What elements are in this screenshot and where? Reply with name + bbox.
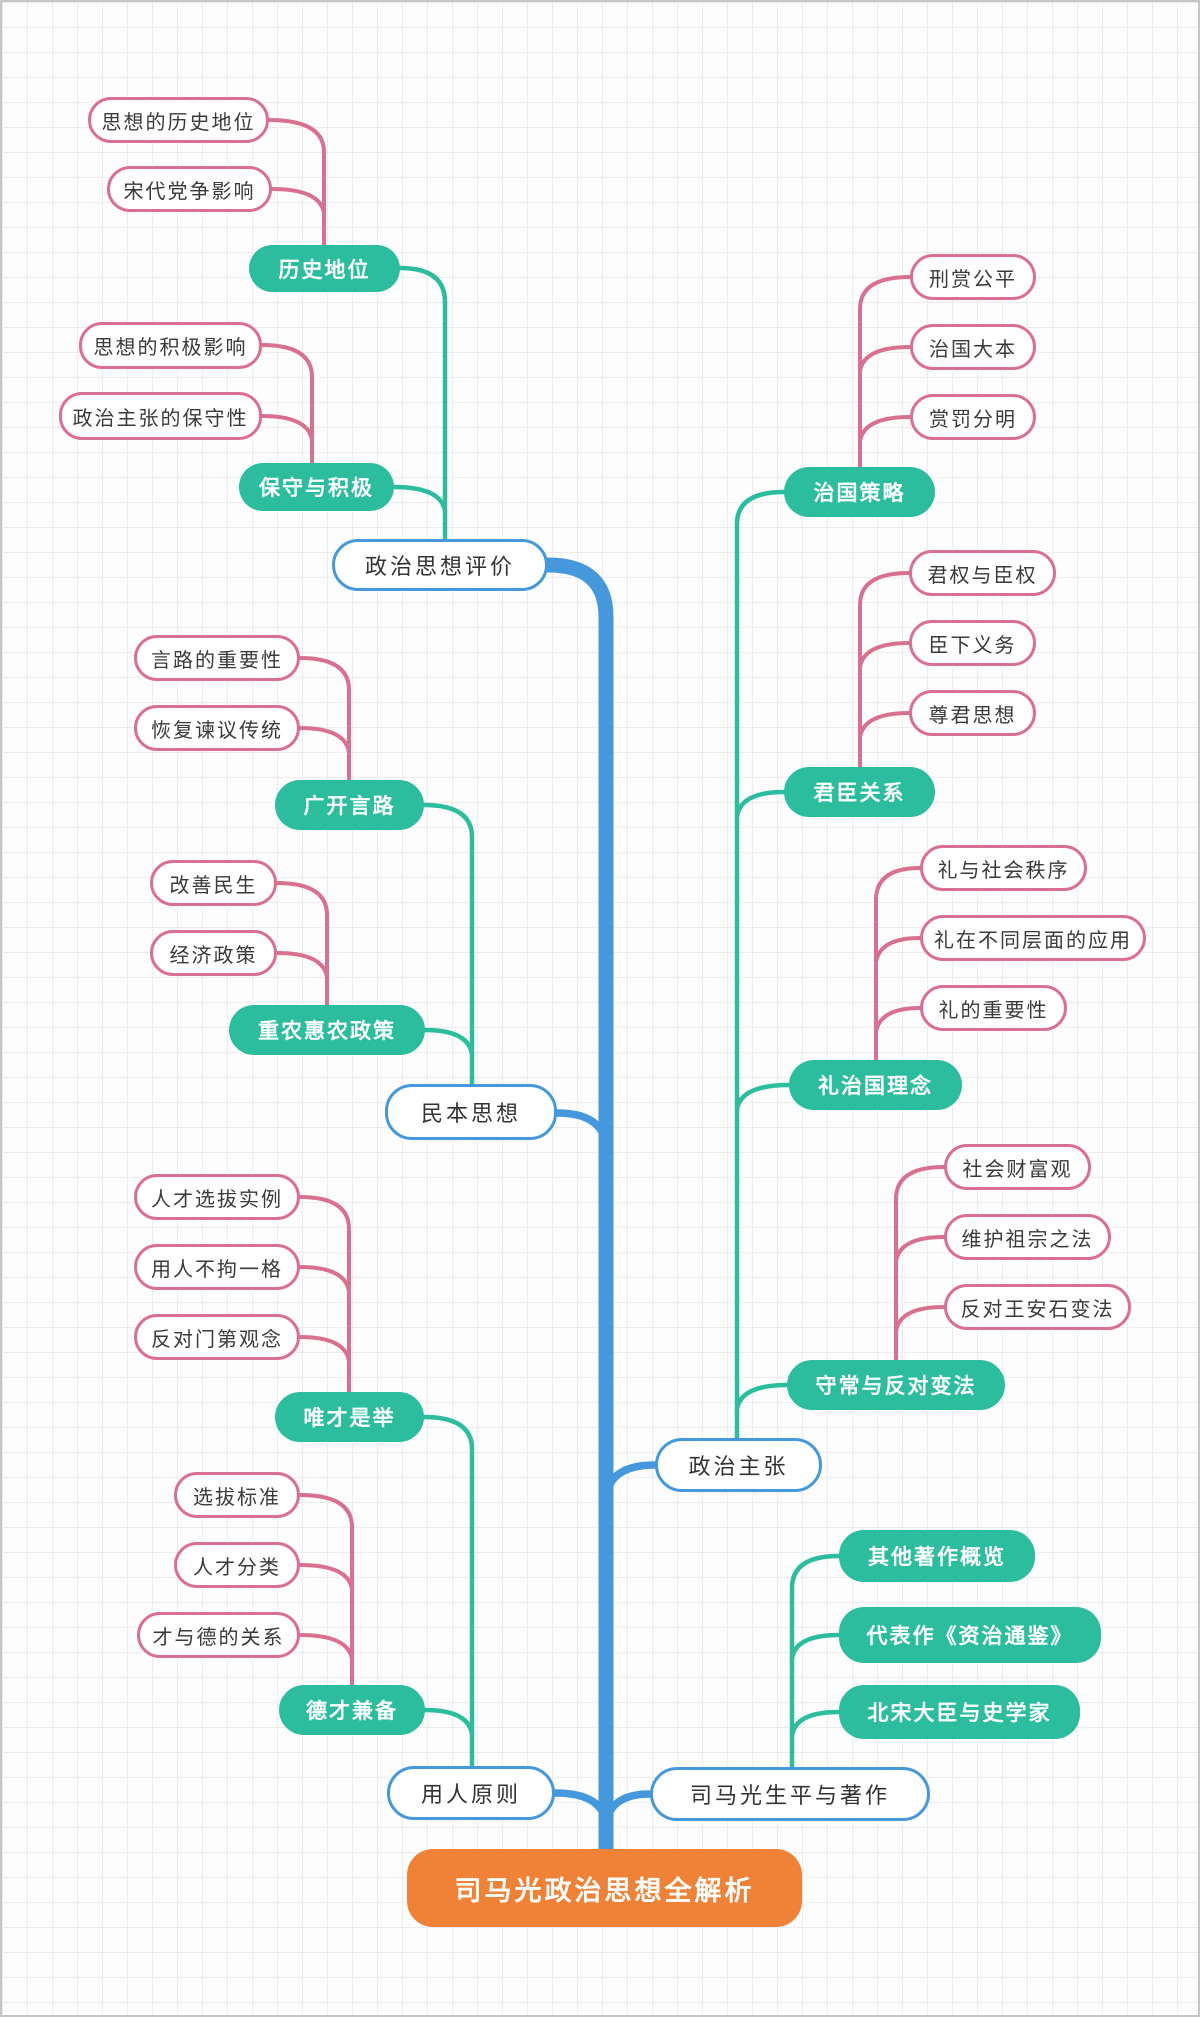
edge-minben-trunk [553, 1109, 610, 1149]
edge-leaf-lizhongyao [874, 1006, 922, 1034]
main-node-thought-evaluation[interactable]: 政治思想评价 [332, 539, 548, 591]
leaf-node-importance-of-rites[interactable]: 礼的重要性 [920, 985, 1067, 1031]
edge-zhiguo-spine [734, 489, 787, 1441]
leaf-node-minister-duties[interactable]: 臣下义务 [909, 620, 1036, 666]
leaf-node-conservatism[interactable]: 政治主张的保守性 [59, 392, 262, 440]
edge-leaves-baoshou [260, 343, 314, 464]
edge-zhongnong-elbow [422, 1027, 475, 1057]
edge-leaf-chenxia [858, 641, 911, 669]
edge-leaf-baoshouxing [260, 414, 314, 442]
sub-node-other-works-overview[interactable]: 其他著作概览 [839, 1530, 1035, 1582]
sub-node-rule-by-rites[interactable]: 礼治国理念 [789, 1060, 962, 1110]
leaf-node-fair-punishment[interactable]: 刑赏公平 [910, 254, 1036, 300]
leaf-node-talent-vs-virtue[interactable]: 才与德的关系 [137, 1612, 300, 1658]
edge-leaf-weihu [894, 1235, 946, 1263]
leaf-node-selection-examples[interactable]: 人才选拔实例 [134, 1174, 300, 1220]
sub-node-northern-song-statesman[interactable]: 北宋大臣与史学家 [839, 1685, 1080, 1739]
leaf-node-governance-foundation[interactable]: 治国大本 [910, 324, 1036, 370]
edge-leaves-zhongnong [275, 881, 329, 1007]
edge-leaf-libutong [874, 936, 922, 964]
edge-lishidiwei-spine [397, 265, 448, 542]
sub-node-governance-strategy[interactable]: 治国策略 [784, 467, 935, 517]
leaf-node-revere-monarch[interactable]: 尊君思想 [909, 690, 1036, 736]
leaf-node-historical-status-of-thought[interactable]: 思想的历史地位 [88, 97, 269, 143]
teal-edges [391, 265, 842, 1770]
sub-node-zizhi-tongjian[interactable]: 代表作《资治通鉴》 [839, 1607, 1101, 1663]
sub-node-merit-based-promotion[interactable]: 唯才是举 [275, 1392, 424, 1442]
leaf-node-restore-remonstrance[interactable]: 恢复谏议传统 [134, 705, 300, 751]
edge-leaf-huifu [298, 726, 351, 754]
edge-leaf-jingji [275, 951, 329, 979]
edge-beisong-elbow [789, 1709, 842, 1739]
main-node-people-oriented-thought[interactable]: 民本思想 [385, 1084, 557, 1140]
leaf-node-improve-livelihood[interactable]: 改善民生 [150, 860, 277, 906]
edge-leaves-decai [298, 1493, 354, 1687]
edge-leaves-lizhiguo [874, 866, 922, 1062]
edge-baoshou-elbow [391, 484, 448, 514]
leaf-node-economic-policy[interactable]: 经济政策 [150, 930, 277, 976]
edge-zhuzuo-spine [789, 1553, 842, 1770]
sub-node-constancy-oppose-reform[interactable]: 守常与反对变法 [787, 1360, 1005, 1410]
edge-leaf-zhiguodaben [858, 345, 912, 373]
leaf-node-rites-and-social-order[interactable]: 礼与社会秩序 [920, 845, 1087, 891]
leaf-node-preserve-ancestral-law[interactable]: 维护祖宗之法 [944, 1214, 1111, 1260]
edge-leaves-zhiguo [858, 275, 912, 469]
leaf-node-positive-influence[interactable]: 思想的积极影响 [79, 322, 262, 369]
leaf-node-selection-criteria[interactable]: 选拔标准 [174, 1472, 300, 1518]
sub-node-historical-status[interactable]: 历史地位 [249, 245, 400, 292]
edge-leaf-zunjun [858, 711, 911, 739]
edge-leaves-junchen [858, 571, 911, 769]
edge-leaf-rencaifenlei [298, 1563, 354, 1591]
pink-edges [260, 118, 946, 1687]
edge-leaf-songdai [270, 187, 326, 215]
edge-lizhiguo-elbow [734, 1082, 792, 1112]
leaf-node-rites-applications[interactable]: 礼在不同层面的应用 [920, 915, 1146, 961]
leaf-node-clear-rewards[interactable]: 赏罚分明 [910, 394, 1036, 440]
sub-node-virtue-and-talent[interactable]: 德才兼备 [279, 1685, 425, 1735]
root-node-sima-guang-political-thought[interactable]: 司马光政治思想全解析 [407, 1849, 802, 1927]
edge-guangkai-spine [421, 802, 475, 1087]
main-node-political-views[interactable]: 政治主张 [655, 1438, 822, 1492]
blue-trunk-edges [540, 557, 659, 1861]
sub-node-monarch-minister-relations[interactable]: 君臣关系 [784, 767, 935, 817]
edge-leaf-fanduimendi [298, 1335, 351, 1363]
edge-leaf-fandui [894, 1305, 946, 1333]
leaf-node-social-wealth-view[interactable]: 社会财富观 [944, 1144, 1091, 1190]
edge-zhuzhang-trunk [602, 1461, 659, 1501]
leaf-node-monarch-vs-minister-power[interactable]: 君权与臣权 [909, 550, 1056, 596]
sub-node-open-channels-of-speech[interactable]: 广开言路 [275, 780, 424, 830]
edge-zizhitongjian-elbow [789, 1632, 842, 1662]
leaf-node-against-pedigree[interactable]: 反对门第观念 [134, 1314, 300, 1360]
edge-shouchang-elbow [734, 1382, 790, 1412]
edge-weicai-spine [421, 1414, 475, 1769]
leaf-node-unconventional-hiring[interactable]: 用人不拘一格 [134, 1244, 300, 1290]
edge-yongren-trunk [551, 1789, 610, 1827]
edge-junchen-elbow [734, 789, 787, 819]
leaf-node-importance-of-speech[interactable]: 言路的重要性 [134, 635, 300, 681]
sub-node-conservative-and-positive[interactable]: 保守与积极 [239, 463, 394, 511]
edge-leaf-shangfa [858, 415, 912, 443]
edge-leaves-weicai [298, 1195, 351, 1394]
leaf-node-talent-classification[interactable]: 人才分类 [174, 1542, 300, 1588]
edge-leaves-shouchang [894, 1165, 946, 1362]
main-node-employment-principles[interactable]: 用人原则 [387, 1766, 555, 1820]
edge-leaves-guangkai [298, 656, 351, 782]
leaf-node-oppose-wang-anshi-reform[interactable]: 反对王安石变法 [944, 1284, 1131, 1330]
edge-leaf-yongrenbuju [298, 1265, 351, 1293]
edge-shengping-trunk [602, 1790, 654, 1828]
edge-leaf-caiyude [298, 1633, 354, 1661]
edge-leaves-lishidiwei [267, 118, 326, 247]
main-node-life-and-works[interactable]: 司马光生平与著作 [650, 1767, 930, 1821]
sub-node-agriculture-policy[interactable]: 重农惠农政策 [229, 1005, 425, 1055]
edge-decai-elbow [422, 1707, 475, 1737]
leaf-node-song-party-strife[interactable]: 宋代党争影响 [107, 166, 272, 212]
edge-trunk [540, 557, 614, 1861]
